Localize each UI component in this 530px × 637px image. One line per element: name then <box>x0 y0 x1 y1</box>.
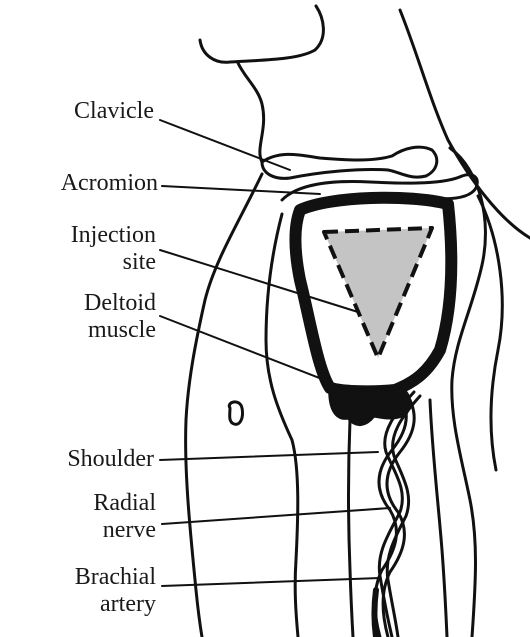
arm-back-inner <box>430 400 447 637</box>
label-deltoid-line1: Deltoid <box>84 290 156 317</box>
neck-outline <box>200 6 323 62</box>
label-radial-nerve: Radial nerve <box>93 490 156 544</box>
torso-contour <box>186 174 262 637</box>
label-injection-site: Injection site <box>71 222 156 276</box>
label-radial-line2: nerve <box>93 517 156 544</box>
clavicle-bone <box>262 147 437 178</box>
neck-left-contour <box>238 63 264 162</box>
leader-injection-site <box>160 250 358 312</box>
label-injection-line1: Injection <box>71 222 156 249</box>
label-acromion: Acromion <box>61 170 158 197</box>
deltoid-insertion <box>330 384 410 425</box>
injection-site-triangle <box>324 228 432 358</box>
arm-back-contour <box>478 196 502 470</box>
label-shoulder: Shoulder <box>67 446 154 473</box>
leader-clavicle <box>160 120 290 170</box>
label-radial-line1: Radial <box>93 490 156 517</box>
leader-radial-nerve <box>162 508 390 524</box>
nipple-mark <box>229 402 242 424</box>
label-brachial-line2: artery <box>75 591 156 618</box>
leader-shoulder <box>160 452 378 460</box>
label-deltoid-line2: muscle <box>84 317 156 344</box>
label-deltoid-muscle: Deltoid muscle <box>84 290 156 344</box>
label-brachial-line1: Brachial <box>75 564 156 591</box>
label-brachial-artery: Brachial artery <box>75 564 156 618</box>
label-clavicle: Clavicle <box>74 98 154 125</box>
label-injection-line2: site <box>71 249 156 276</box>
chest-contour <box>266 214 298 637</box>
artery-dark-strand <box>375 590 377 637</box>
